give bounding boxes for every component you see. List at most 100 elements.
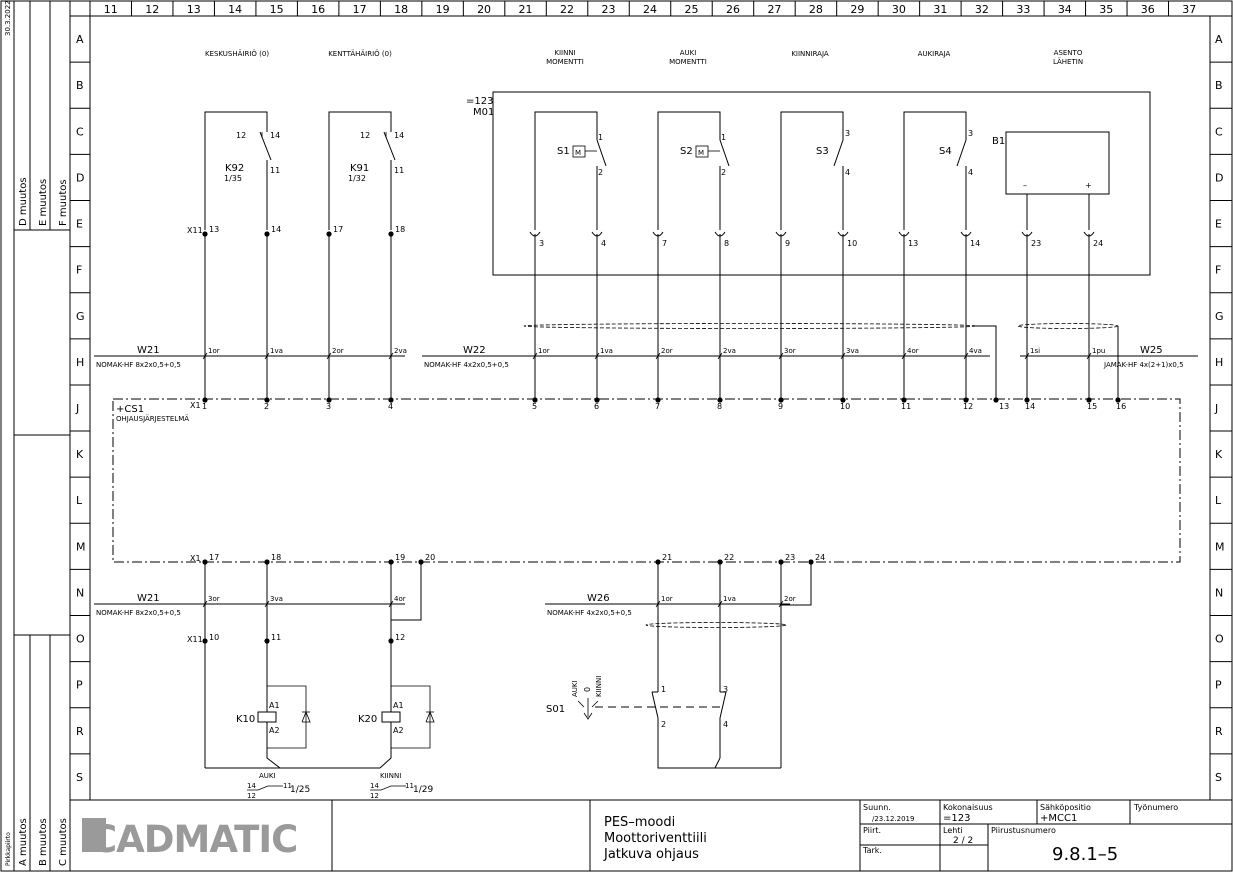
header-keskushairio: KESKUSHÄIRIÖ (0): [205, 49, 269, 58]
tyonumero-label: Työnumero: [1133, 803, 1178, 812]
k20-ref-12: 12: [370, 792, 379, 800]
grid-row-right-B: B: [1215, 79, 1223, 92]
cs1-id: +CS1: [116, 404, 144, 415]
x11-term-12: 12: [395, 633, 405, 642]
cable-w22-core-1va: 1va: [600, 347, 613, 355]
piirustusnumero-label: Piirustusnumero: [991, 826, 1056, 835]
cable-w26-core-2or: 2or: [784, 595, 796, 603]
k20-xref: 1/29: [413, 785, 433, 795]
s01-auki: AUKI: [571, 680, 579, 697]
s1-label: S1: [557, 146, 570, 157]
cable-w22-core-3va: 3va: [846, 347, 859, 355]
header-kenttahairio: KENTTÄHÄIRIÖ (0): [328, 49, 392, 58]
motor-terminal-10: 10: [847, 239, 857, 248]
k91-label: K91: [350, 163, 369, 174]
grid-column-34: 34: [1058, 3, 1072, 16]
k10-a1: A1: [269, 701, 280, 710]
grid-column-26: 26: [726, 3, 740, 16]
cable-w21-core-1va: 1va: [270, 347, 283, 355]
s3-label: S3: [816, 146, 829, 157]
grid-row-right-K: K: [1215, 448, 1223, 461]
k20-a2: A2: [393, 726, 404, 735]
s2-pin2: 2: [721, 168, 726, 177]
s4-pin4: 4: [968, 168, 973, 177]
cable-w22-core-4va: 4va: [969, 347, 982, 355]
x11-term-13: 13: [209, 225, 219, 234]
grid-column-28: 28: [809, 3, 823, 16]
revision-date: 30.3.2022: [4, 0, 12, 36]
grid-column-14: 14: [228, 3, 242, 16]
grid-row-right-H: H: [1215, 356, 1223, 369]
x11-lower-label: X11: [187, 635, 203, 644]
cable-w26-name: W26: [587, 593, 610, 604]
grid-column-35: 35: [1099, 3, 1113, 16]
k92-pin12: 12: [236, 131, 246, 140]
cable-w21-name: W21: [137, 345, 160, 356]
grid-column-33: 33: [1016, 3, 1030, 16]
grid-column-13: 13: [187, 3, 201, 16]
header-asento-lahetin-1: ASENTO: [1054, 49, 1083, 57]
piirt-label: Piirt.: [863, 826, 881, 835]
cadmatic-logo: CADMATIC: [90, 818, 297, 861]
k20-a1: A1: [393, 701, 404, 710]
k10-ref-12: 12: [247, 792, 256, 800]
header-auki-momentti-2: MOMENTTI: [669, 58, 707, 66]
cable-w21-spec: NOMAK-HF 8x2x0,5+0,5: [96, 361, 181, 369]
cs1-terminal-9: 9: [778, 402, 783, 411]
cs1-terminal-12: 12: [963, 402, 973, 411]
x11-upper-terminals: X11 13 14 17 18: [187, 225, 405, 400]
grid-row-left-C: C: [76, 125, 84, 138]
s01-pin2: 2: [661, 720, 666, 729]
grid-column-18: 18: [394, 3, 408, 16]
grid-column-31: 31: [933, 3, 947, 16]
tark-label: Tark.: [862, 846, 882, 855]
k91-pin14: 14: [394, 131, 404, 140]
s01-zero: 0: [583, 687, 592, 692]
revision-e-label: E muutos: [38, 179, 49, 226]
grid-row-right-F: F: [1215, 264, 1221, 277]
cs1-terminal-1: 1: [202, 402, 207, 411]
grid-row-left-E: E: [76, 218, 83, 231]
cs1-name: OHJAUSJÄRJESTELMÄ: [116, 414, 189, 423]
grid-column-20: 20: [477, 3, 491, 16]
grid-row-right-E: E: [1215, 218, 1222, 231]
function-headers: KESKUSHÄIRIÖ (0) KENTTÄHÄIRIÖ (0) KIINNI…: [205, 49, 1083, 66]
cs1-terminal-23: 23: [785, 553, 795, 562]
cable-w26-core-1or: 1or: [661, 595, 673, 603]
motor-terminal-9: 9: [785, 239, 790, 248]
grid-column-15: 15: [270, 3, 284, 16]
grid-column-36: 36: [1141, 3, 1155, 16]
revision-margin: 30.3.2022 D muutos E muutos F muutos A m…: [4, 0, 70, 871]
k10-label: K10: [236, 714, 255, 725]
suunn-value: /23.12.2019: [872, 815, 914, 823]
piirustusnumero-value: 9.8.1–5: [1052, 844, 1118, 865]
auki-label: AUKI: [259, 772, 276, 780]
motor-terminal-24: 24: [1093, 239, 1103, 248]
sahkopositio-label: Sähköpositio: [1040, 803, 1091, 812]
cs1-terminal-13: 13: [999, 402, 1009, 411]
grid-row-left-O: O: [76, 633, 85, 646]
x11-term-14: 14: [271, 225, 281, 234]
cable-w22-core-3or: 3or: [784, 347, 796, 355]
drawing-title-3: Jatkuva ohjaus: [603, 847, 699, 862]
x11-term-11: 11: [271, 633, 281, 642]
grid-column-30: 30: [892, 3, 906, 16]
cable-w22-core-4or: 4or: [907, 347, 919, 355]
x11-term-17: 17: [333, 225, 343, 234]
x11-term-18: 18: [395, 225, 405, 234]
header-asento-lahetin-2: LÄHETIN: [1053, 57, 1083, 66]
kiinni-label: KIINNI: [380, 772, 401, 780]
cable-w25-name: W25: [1140, 345, 1163, 356]
grid-column-25: 25: [684, 3, 698, 16]
motor-terminal-13: 13: [908, 239, 918, 248]
cable-w25-spec: JAMAK-HF 4x(2+1)x0,5: [1103, 361, 1184, 369]
k20-ref-14: 14: [370, 782, 379, 790]
pirkkapiirto-label: Pirkkapiirto: [5, 832, 12, 866]
grid-row-left-H: H: [76, 356, 84, 369]
grid-row-right-G: G: [1215, 310, 1224, 323]
s01-label: S01: [546, 704, 565, 715]
